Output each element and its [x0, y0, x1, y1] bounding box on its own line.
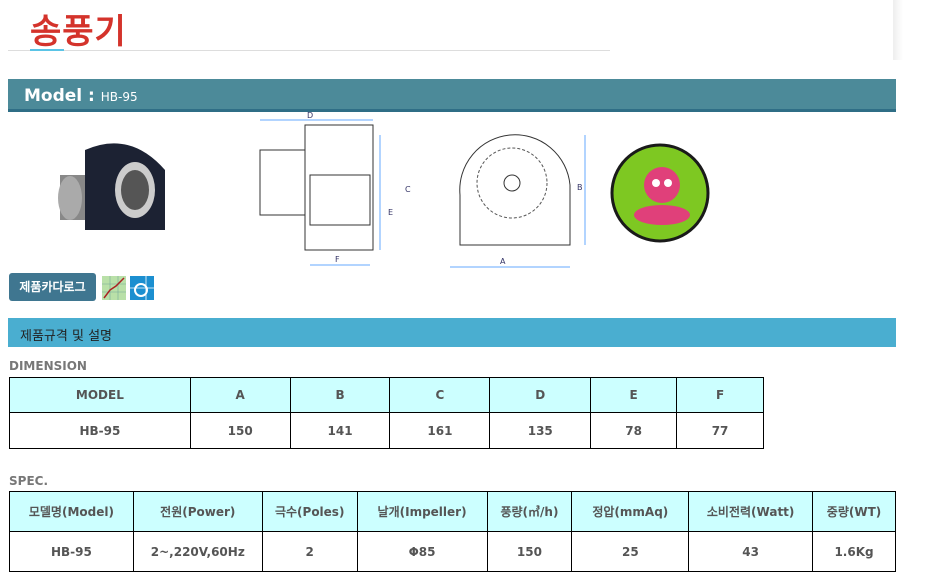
label-f: F: [335, 255, 340, 264]
spec-cell: Φ85: [356, 531, 488, 572]
spec-header: 소비전력(Watt): [688, 491, 814, 532]
section-header: 제품규격 및 설명: [8, 318, 896, 347]
dim-header: MODEL: [9, 377, 191, 413]
spec-table: 모델명(Model) 전원(Power) 극수(Poles) 날개(Impell…: [9, 491, 896, 572]
dim-header: A: [189, 377, 291, 413]
dim-header: C: [389, 377, 491, 413]
dim-cell: 135: [489, 412, 592, 449]
spec-label: SPEC.: [9, 474, 48, 488]
dabbara-logo: [610, 143, 710, 243]
dimension-table: MODEL A B C D E F HB-95 150 141 161 135 …: [9, 377, 764, 449]
model-header: Model : HB-95: [8, 79, 896, 112]
table-row: HB-95 150 141 161 135 78 77: [9, 412, 764, 449]
dim-cell: 161: [389, 412, 491, 449]
label-e: E: [388, 208, 393, 217]
performance-chart-icon[interactable]: [102, 276, 126, 300]
model-value: HB-95: [100, 90, 138, 104]
side-view-drawing: D C E F: [259, 111, 411, 266]
dim-cell: 150: [189, 412, 291, 449]
label-a: A: [500, 257, 506, 266]
spec-cell: 43: [688, 531, 814, 572]
cad-drawing-icon[interactable]: [130, 276, 154, 300]
spec-cell: 25: [571, 531, 690, 572]
spec-cell: 150: [486, 531, 573, 572]
dim-cell: 78: [590, 412, 678, 449]
spec-header: 극수(Poles): [261, 491, 358, 532]
model-label: Model :: [24, 86, 95, 106]
page-title: 송풍기: [30, 12, 127, 52]
dim-cell: HB-95: [9, 412, 191, 449]
dim-cell: 141: [289, 412, 391, 449]
spec-header: 모델명(Model): [9, 491, 134, 532]
title-divider: [8, 50, 610, 51]
spec-header: 풍량(㎥/h): [486, 491, 573, 532]
title-accent: [30, 49, 64, 51]
spec-cell: 2: [261, 531, 358, 572]
dim-header: B: [289, 377, 391, 413]
dim-cell: 77: [676, 412, 764, 449]
spec-cell: 1.6Kg: [812, 531, 896, 572]
spec-header: 전원(Power): [132, 491, 263, 532]
dim-header: E: [590, 377, 678, 413]
label-c: C: [405, 185, 411, 194]
dim-header: F: [676, 377, 764, 413]
label-b: B: [577, 183, 583, 192]
dim-header: D: [489, 377, 592, 413]
spec-header: 정압(mmAq): [571, 491, 690, 532]
product-catalog-button[interactable]: 제품카다로그: [9, 273, 96, 301]
panel-shadow: [893, 0, 903, 60]
dimension-label: DIMENSION: [9, 359, 87, 373]
spec-cell: 2~,220V,60Hz: [132, 531, 263, 572]
label-d: D: [307, 111, 313, 120]
spec-header: 날개(Impeller): [356, 491, 488, 532]
spec-header: 중량(WT): [812, 491, 896, 532]
front-view-drawing: B A: [450, 134, 586, 268]
table-row: HB-95 2~,220V,60Hz 2 Φ85 150 25 43 1.6Kg: [9, 531, 896, 572]
spec-cell: HB-95: [9, 531, 134, 572]
blower-photo: [58, 143, 165, 230]
